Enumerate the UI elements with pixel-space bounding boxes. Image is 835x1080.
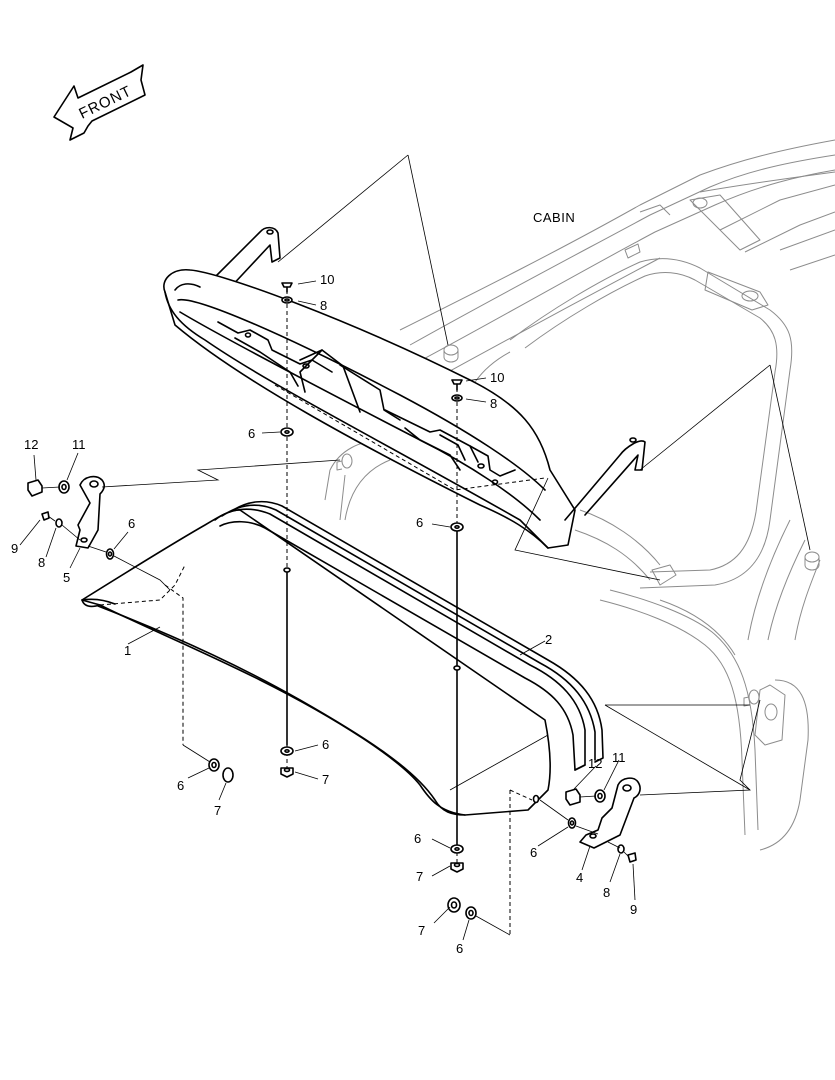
callout-9: 9: [630, 902, 637, 917]
washer-icon: [465, 906, 477, 920]
washer-icon: [594, 789, 606, 803]
nut-icon: [450, 862, 464, 873]
callout-6: 6: [248, 426, 255, 441]
cabin-label: CABIN: [533, 210, 575, 225]
callout-7: 7: [214, 803, 221, 818]
callout-12: 12: [588, 756, 602, 771]
fasteners: [27, 282, 761, 936]
nut-icon: [447, 897, 461, 913]
callout-6: 6: [177, 778, 184, 793]
washer-icon: [450, 522, 464, 532]
callout-10: 10: [490, 370, 504, 385]
washer-icon: [451, 394, 463, 402]
callout-10: 10: [320, 272, 334, 287]
washer-icon: [450, 844, 464, 854]
callout-11: 11: [612, 750, 626, 765]
callout-2: 2: [545, 632, 552, 647]
right-clip-bracket: [579, 777, 641, 849]
seal-strip: [214, 500, 604, 771]
visor-bracket: [163, 226, 646, 549]
washer-icon: [55, 518, 63, 528]
callout-4: 4: [576, 870, 583, 885]
left-clip-bracket: [75, 475, 105, 549]
callout-6: 6: [128, 516, 135, 531]
washer-icon: [617, 844, 625, 854]
callout-12: 12: [24, 437, 38, 452]
screw-icon: [451, 379, 463, 385]
screw-icon: [281, 282, 293, 288]
screw-icon: [41, 511, 50, 521]
cabin-outline: [324, 139, 835, 851]
washer-icon: [208, 758, 220, 772]
callout-leaders: [19, 280, 636, 941]
visor-panel: [81, 509, 551, 816]
screw-icon: [627, 852, 637, 863]
washer-icon: [567, 817, 577, 829]
front-arrow-icon: FRONT: [53, 64, 146, 141]
callout-7: 7: [418, 923, 425, 938]
reference-leaders: [277, 154, 811, 791]
callout-6: 6: [322, 737, 329, 752]
washer-icon: [280, 427, 294, 437]
washer-icon: [105, 548, 115, 560]
nut-icon: [280, 767, 294, 778]
callout-5: 5: [63, 570, 70, 585]
callout-1: 1: [124, 643, 131, 658]
callout-6: 6: [530, 845, 537, 860]
nut-icon: [222, 767, 234, 783]
washer-icon: [281, 296, 293, 304]
callout-6: 6: [456, 941, 463, 956]
callout-8: 8: [320, 298, 327, 313]
bolt-12-icon: [27, 479, 43, 497]
callout-8: 8: [603, 885, 610, 900]
callout-8: 8: [490, 396, 497, 411]
callout-11: 11: [72, 437, 86, 452]
callout-6: 6: [414, 831, 421, 846]
callout-8: 8: [38, 555, 45, 570]
washer-icon: [58, 480, 70, 494]
washer-icon: [280, 746, 294, 756]
callout-6: 6: [416, 515, 423, 530]
callout-numbers: 10 8 6 10 8 6 6 7 6 7 7 6 6 7 12 11 9 8 …: [11, 272, 637, 956]
callout-7: 7: [416, 869, 423, 884]
bolt-12-icon: [565, 788, 581, 806]
callout-7: 7: [322, 772, 329, 787]
callout-9: 9: [11, 541, 18, 556]
